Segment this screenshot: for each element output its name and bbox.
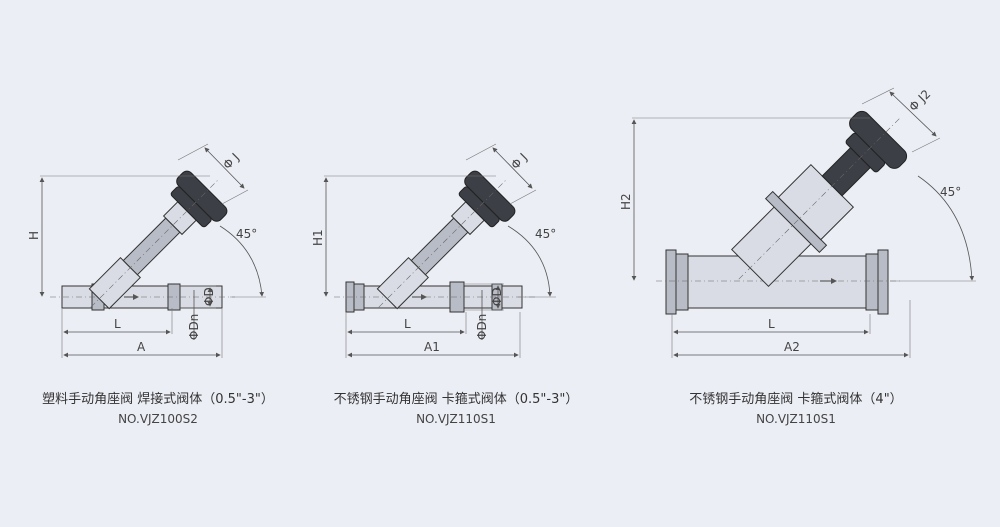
valve-1-label-dn: ΦDn bbox=[187, 314, 201, 340]
valve-2-label-dn: ΦDn bbox=[475, 314, 489, 340]
valve-2-label-h: H1 bbox=[311, 229, 325, 246]
valve-1-label-l: L bbox=[114, 317, 121, 331]
valve-2-label-angle: 45° bbox=[535, 227, 556, 241]
valve-2-label-j: Φ J bbox=[508, 150, 530, 172]
valve-2-actuator bbox=[376, 170, 516, 310]
valve-3-label-angle: 45° bbox=[940, 185, 961, 199]
valve-2-label-d: ΦD bbox=[490, 287, 504, 306]
valve-1-model: NO.VJZ100S2 bbox=[118, 412, 198, 426]
valve-2-caption: 不锈钢手动角座阀 卡箍式阀体（0.5"-3"） bbox=[333, 392, 579, 407]
valve-3-label-l: L bbox=[768, 317, 775, 331]
valve-3-actuator bbox=[731, 110, 908, 287]
valve-2-model: NO.VJZ110S1 bbox=[416, 412, 496, 426]
valve-3-label-h: H2 bbox=[619, 193, 633, 210]
valve-1-label-h: H bbox=[27, 231, 41, 240]
valve-1-label-a: A bbox=[137, 340, 146, 354]
valve-3-model: NO.VJZ110S1 bbox=[756, 412, 836, 426]
valve-3-label-a: A2 bbox=[784, 340, 800, 354]
valve-3-label-j: Φ J2 bbox=[906, 87, 933, 114]
valve-1-label-j: Φ J bbox=[220, 150, 242, 172]
valve-2-drawing bbox=[323, 143, 556, 358]
valve-2-label-l: L bbox=[404, 317, 411, 331]
valve-2-label-a: A1 bbox=[424, 340, 440, 354]
valve-1-caption: 塑料手动角座阀 焊接式阀体（0.5"-3"） bbox=[42, 392, 274, 407]
valve-3-drawing bbox=[631, 87, 976, 358]
valve-3-caption: 不锈钢手动角座阀 卡箍式阀体（4"） bbox=[689, 392, 903, 407]
valve-1-drawing bbox=[39, 143, 266, 358]
valve-1-label-angle: 45° bbox=[236, 227, 257, 241]
valve-1-actuator bbox=[88, 170, 228, 310]
valve-1-label-d: ΦD bbox=[202, 287, 216, 306]
